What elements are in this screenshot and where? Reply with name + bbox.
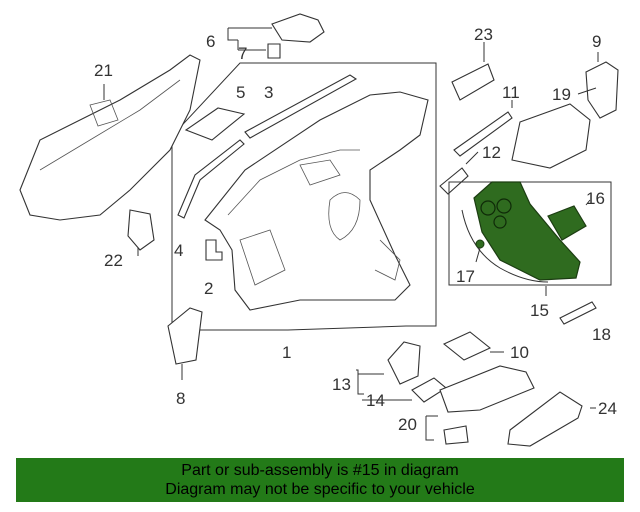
highlight-group — [448, 181, 612, 296]
parts-diagram: 1 2 3 4 5 6 7 8 9 10 11 12 13 14 15 16 1… — [19, 13, 619, 447]
banner-line-2: Diagram may not be specific to your vehi… — [165, 481, 475, 498]
part-2-bracket — [205, 239, 223, 261]
part-11-trim — [453, 111, 513, 157]
callout-9: 9 — [592, 32, 601, 51]
part-23-airbag — [451, 63, 495, 101]
callout-24: 24 — [598, 399, 617, 418]
callout-21: 21 — [94, 61, 113, 80]
callout-22: 22 — [104, 251, 123, 270]
part-13-vent — [387, 341, 421, 385]
banner-line-1: Part or sub-assembly is #15 in diagram — [181, 462, 459, 479]
part-3-defroster-strip — [244, 74, 358, 139]
part-19-glove-box — [511, 103, 591, 169]
part-5-speaker-grille — [184, 107, 246, 141]
part-18-trim — [559, 301, 597, 325]
callout-12: 12 — [482, 143, 501, 162]
part-22-bracket — [127, 209, 155, 251]
part-10-vent — [442, 331, 492, 361]
part-12-trim — [439, 167, 469, 195]
callout-14: 14 — [366, 391, 385, 410]
dashboard-panel — [204, 91, 429, 311]
part-7-clip — [267, 43, 281, 59]
callout-5: 5 — [236, 83, 245, 102]
dashboard-group — [171, 62, 437, 331]
callout-6: 6 — [206, 32, 215, 51]
part-20-clip — [443, 425, 469, 445]
part-9-vent — [585, 61, 619, 119]
part-15-console-trim — [473, 181, 581, 281]
callout-7: 7 — [238, 44, 247, 63]
callout-15: 15 — [530, 301, 549, 320]
callout-16: 16 — [586, 189, 605, 208]
part-8-side-cover — [167, 307, 203, 365]
part-24-module — [507, 391, 583, 447]
callout-23: 23 — [474, 25, 493, 44]
callout-13: 13 — [332, 375, 351, 394]
callout-10: 10 — [510, 343, 529, 362]
part-20-duct — [439, 365, 535, 413]
callout-1: 1 — [282, 343, 291, 362]
callout-20: 20 — [398, 415, 417, 434]
part-16-insert — [547, 205, 587, 241]
callout-11: 11 — [502, 83, 520, 102]
callout-18: 18 — [592, 325, 611, 344]
part-15-strip — [461, 209, 549, 283]
part-6-cover — [271, 13, 325, 43]
part-4-trim-strip — [177, 139, 245, 219]
callout-19: 19 — [552, 85, 571, 104]
callout-17: 17 — [456, 267, 475, 286]
part-17-screw — [475, 239, 485, 249]
info-banner: Part or sub-assembly is #15 in diagram D… — [16, 458, 624, 502]
callout-2: 2 — [204, 279, 213, 298]
callout-3: 3 — [264, 83, 273, 102]
callout-8: 8 — [176, 389, 185, 408]
callout-4: 4 — [174, 241, 183, 260]
highlight-box — [448, 181, 612, 286]
